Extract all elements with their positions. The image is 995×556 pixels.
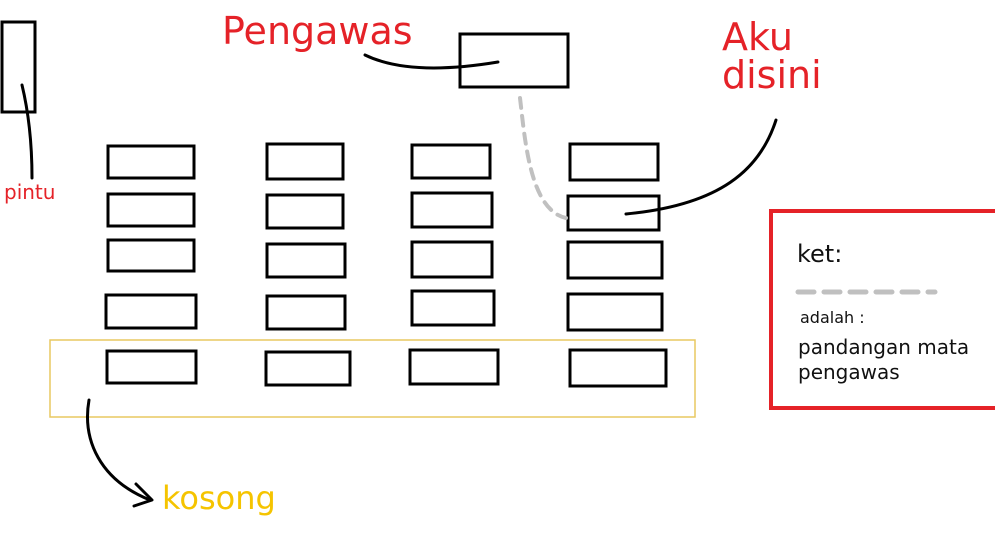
supervisor-label: Pengawas	[222, 9, 413, 53]
desk	[566, 240, 664, 280]
legend-box	[769, 209, 995, 410]
desk	[264, 350, 352, 387]
desk	[410, 240, 494, 279]
desk-me	[566, 194, 661, 232]
desk	[410, 289, 496, 327]
desk	[106, 144, 196, 180]
desk	[410, 143, 492, 180]
desk	[408, 348, 500, 386]
desk	[568, 348, 668, 388]
legend-title: ket:	[797, 240, 843, 268]
empty-pointer	[86, 398, 152, 502]
legend-description-line1: pandangan mata	[798, 335, 970, 359]
desk	[265, 294, 347, 331]
desk	[265, 193, 345, 230]
desk	[265, 242, 347, 279]
desk	[566, 292, 664, 332]
supervisor-desk	[458, 32, 570, 89]
desk	[265, 142, 345, 181]
me-label: Aku disini	[722, 18, 822, 94]
empty-row-highlight	[49, 339, 696, 418]
desk	[105, 349, 198, 385]
door-pointer	[20, 83, 34, 180]
legend-prefix: adalah :	[800, 308, 865, 327]
me-label-line1: Aku	[722, 15, 793, 59]
desk	[104, 293, 198, 330]
empty-label: kosong	[162, 479, 276, 517]
empty-pointer-arrowhead	[132, 482, 154, 508]
desk	[410, 191, 494, 229]
desk	[106, 192, 196, 228]
supervisor-pointer	[363, 53, 500, 70]
supervisor-gaze-line	[518, 96, 568, 220]
legend-description-line2: pengawas	[798, 360, 900, 384]
me-pointer	[624, 118, 778, 216]
desk	[106, 238, 196, 273]
legend-description: pandangan mata pengawas	[798, 335, 969, 385]
student-desks	[104, 142, 668, 388]
desk	[568, 142, 660, 182]
me-label-line2: disini	[722, 53, 822, 97]
door	[0, 20, 37, 114]
door-label: pintu	[4, 180, 56, 204]
